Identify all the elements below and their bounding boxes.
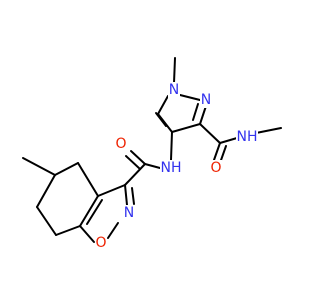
bond-n-o — [107, 222, 119, 239]
atom-label-o-methyl: O — [210, 160, 221, 176]
molecule-diagram: N N NH O NH O N O — [22, 57, 282, 251]
atom-n2-pyrazole: N — [200, 92, 212, 108]
bond-c3iso-n-b — [131, 187, 135, 205]
bond-c7-c7a — [55, 225, 81, 236]
bond-c4-c5 — [54, 162, 79, 176]
bond-c4-c5-b — [155, 112, 167, 127]
atom-n-isoxazole: N — [123, 205, 135, 221]
bond-c4-nh — [170, 131, 173, 161]
bond-c3-c4 — [171, 123, 201, 133]
atom-label-n-isoxazole: N — [124, 205, 134, 221]
atom-nh-linker: NH — [160, 160, 182, 176]
atom-label-nh-linker: NH — [161, 160, 182, 176]
bond-c5-c6 — [36, 174, 56, 208]
bond-n1-n2 — [179, 94, 201, 101]
bond-c7a-c3a-a — [79, 195, 99, 227]
bond-c3a-c3iso — [97, 184, 126, 197]
bond-clink-c3iso — [124, 163, 146, 186]
bond-clink-o-a — [130, 150, 146, 165]
bond-c7a-c3a-b — [86, 199, 103, 225]
atom-o-methylamide: O — [210, 160, 222, 176]
atom-label-o-linker: O — [115, 136, 126, 152]
atom-label-o-isoxazole: O — [95, 235, 106, 251]
bond-nh-clink — [144, 163, 161, 169]
atom-label-nh-methyl: NH — [237, 129, 258, 145]
bond-camide-o-a — [213, 142, 221, 161]
bond-c6-c7 — [36, 206, 57, 236]
atom-o-linker: O — [115, 136, 127, 152]
bond-n2-c3-b — [192, 103, 199, 121]
bond-c3-camide — [199, 123, 221, 144]
atom-label-n1: N — [169, 82, 179, 98]
bond-c5-methyl — [22, 157, 56, 176]
bond-nh-methyl — [255, 127, 282, 134]
bond-c3iso-n — [124, 184, 128, 206]
atom-label-n2: N — [201, 92, 211, 108]
bond-o-c7a — [79, 225, 95, 243]
bond-clink-o-b — [125, 155, 141, 170]
bond-c3a-c4 — [77, 162, 99, 197]
bond-camide-nh — [219, 137, 238, 144]
bond-n2-c3-a — [199, 105, 207, 125]
atom-nh-methylamide: NH — [236, 129, 258, 145]
bond-methyl-n1 — [173, 57, 176, 84]
bond-c5-n1 — [157, 95, 169, 115]
atom-o-isoxazole: O — [95, 235, 107, 251]
atom-n1-pyrazole: N — [168, 82, 180, 98]
